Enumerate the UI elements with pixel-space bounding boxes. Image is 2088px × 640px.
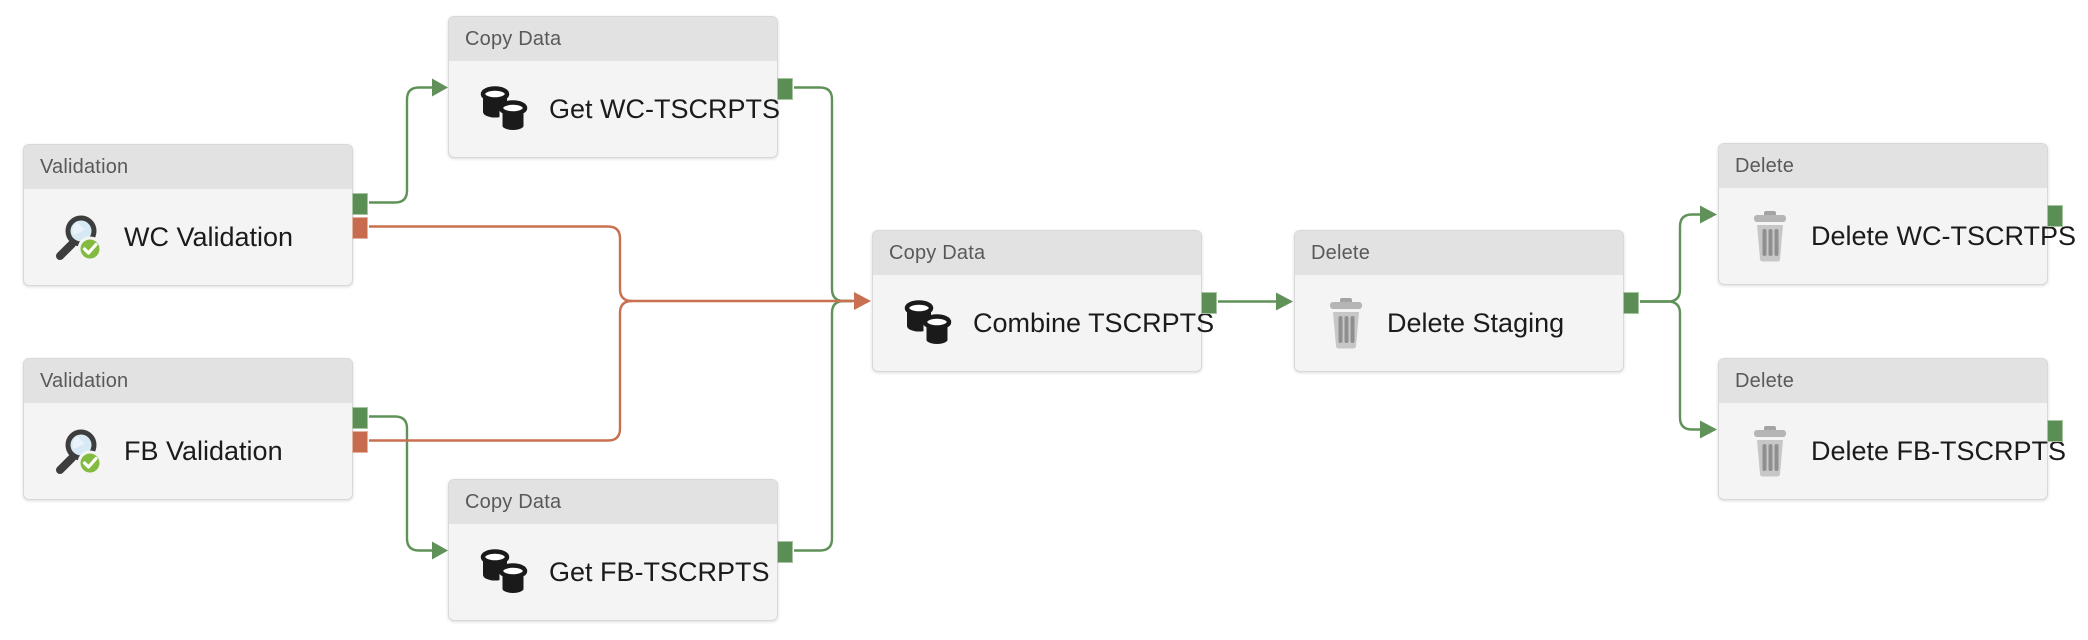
edge-delete-staging-to-delete-wc[interactable] (1640, 213, 1700, 303)
activity-name: Get WC-TSCRPTS (549, 93, 781, 124)
activity-node-combine-tscrpts[interactable]: Copy Data Combine TSCRPTS (872, 230, 1217, 372)
edge-get-fb-to-combine[interactable] (794, 299, 852, 552)
activity-type-header: Copy Data (449, 17, 777, 61)
activity-node-delete-staging[interactable]: Delete Delete Staging (1294, 230, 1639, 372)
activity-node-wc-validation[interactable]: Validation WC Validation (23, 144, 368, 286)
activity-type-label: Delete (1735, 370, 1795, 392)
activity-type-label: Delete (1735, 155, 1795, 177)
arrowhead-into-delete-fb (1700, 420, 1717, 439)
output-port-success[interactable] (352, 407, 368, 429)
output-port-success[interactable] (1201, 292, 1217, 314)
copy-data-icon (900, 296, 956, 350)
activity-type-label: Copy Data (889, 242, 986, 264)
output-port-failure[interactable] (352, 431, 368, 453)
trash-icon (1746, 423, 1794, 479)
edge-wc-validation-to-get-wc[interactable] (369, 86, 433, 204)
activity-type-header: Validation (24, 359, 352, 403)
activity-name: Get FB-TSCRPTS (549, 556, 770, 587)
activity-type-header: Copy Data (873, 231, 1201, 275)
trash-icon (1322, 295, 1370, 351)
activity-type-header: Copy Data (449, 480, 777, 524)
activity-type-header: Validation (24, 145, 352, 189)
activity-node-delete-wc[interactable]: Delete Delete WC-TSCRTPS (1718, 143, 2076, 285)
edge-fb-validation-fail-to-combine[interactable] (369, 299, 633, 442)
arrowhead-into-combine (854, 292, 871, 310)
activity-name: Delete Staging (1387, 307, 1565, 338)
output-port-success[interactable] (777, 541, 793, 563)
arrowhead-into-get-fb (432, 541, 448, 560)
edge-fb-validation-to-get-fb[interactable] (369, 415, 433, 552)
output-port-success[interactable] (1623, 292, 1639, 314)
activity-type-label: Validation (40, 156, 129, 178)
activity-type-header: Delete (1719, 144, 2047, 188)
edge-get-wc-to-combine[interactable] (794, 86, 852, 303)
output-port-success[interactable] (2047, 205, 2063, 227)
trash-icon (1746, 208, 1794, 264)
activity-type-label: Copy Data (465, 28, 562, 50)
output-port-success[interactable] (352, 193, 368, 215)
activity-node-get-wc-tscrpts[interactable]: Copy Data Get WC-TSCRPTS (448, 16, 793, 158)
activity-type-label: Delete (1311, 242, 1371, 264)
arrowhead-into-delete-wc (1700, 205, 1717, 224)
activity-name: Delete WC-TSCRTPS (1811, 220, 2077, 251)
activity-node-get-fb-tscrpts[interactable]: Copy Data Get FB-TSCRPTS (448, 479, 793, 621)
activity-name: WC Validation (124, 221, 294, 252)
activity-name: Combine TSCRPTS (973, 307, 1215, 338)
activity-node-fb-validation[interactable]: Validation FB Validation (23, 358, 368, 500)
output-port-success[interactable] (777, 78, 793, 100)
activity-name: Delete FB-TSCRPTS (1811, 435, 2067, 466)
activity-type-label: Copy Data (465, 491, 562, 513)
activity-node-delete-fb[interactable]: Delete Delete FB-TSCRPTS (1718, 358, 2066, 500)
copy-data-icon (476, 82, 532, 136)
output-port-failure[interactable] (352, 217, 368, 239)
arrowhead-into-get-wc (432, 78, 448, 97)
output-port-success[interactable] (2047, 420, 2063, 442)
activity-type-header: Delete (1719, 359, 2047, 403)
activity-name: FB Validation (124, 435, 283, 466)
copy-data-icon (476, 545, 532, 599)
validation-icon (51, 423, 107, 479)
activity-type-label: Validation (40, 370, 129, 392)
edge-delete-staging-to-delete-fb[interactable] (1640, 300, 1700, 431)
edge-wc-validation-fail-to-combine[interactable] (369, 225, 854, 303)
activity-type-header: Delete (1295, 231, 1623, 275)
arrowhead-into-delete-staging (1276, 292, 1293, 311)
validation-icon (51, 209, 107, 265)
